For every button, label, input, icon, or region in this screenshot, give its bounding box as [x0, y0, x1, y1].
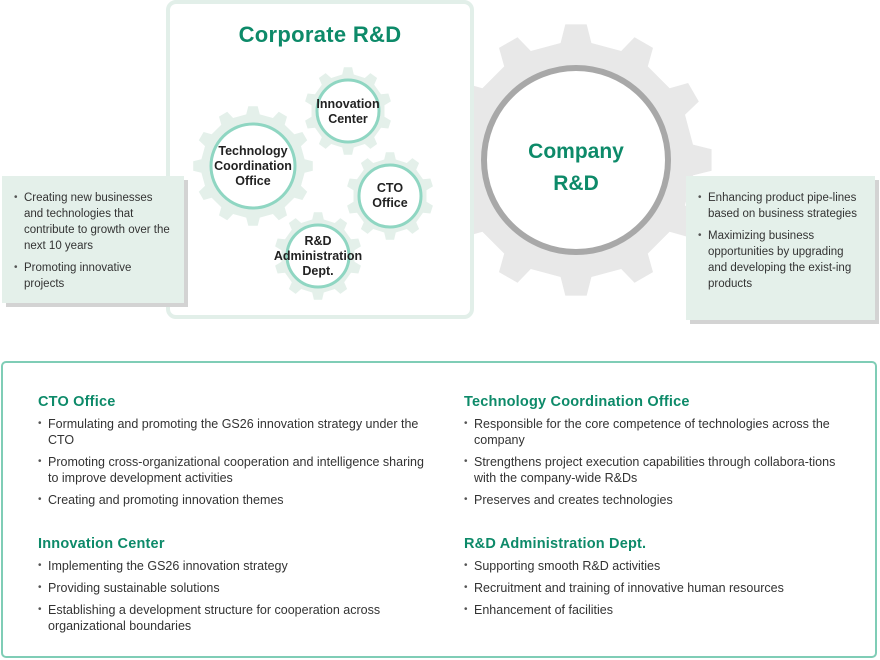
company-gear-icon: [440, 24, 712, 296]
list-item: Creating new businesses and technologies…: [14, 190, 174, 254]
gear-label-technology: Technology Coordination Office: [214, 143, 292, 188]
company-mission-box: Enhancing product pipe-lines based on bu…: [686, 176, 875, 320]
section-title: R&D Administration Dept.: [464, 536, 647, 552]
section-title: Technology Coordination Office: [464, 394, 690, 410]
section-technology-coordination: Technology Coordination Office Responsib…: [464, 394, 854, 514]
list-item: Enhancing product pipe-lines based on bu…: [698, 190, 863, 222]
departments-panel: CTO Office Formulating and promoting the…: [1, 361, 877, 658]
gear-label-innovation: Innovation Center: [316, 97, 380, 126]
section-title: Innovation Center: [38, 536, 165, 552]
section-innovation-center: Innovation Center Implementing the GS26 …: [38, 536, 428, 640]
admin-gear-icon: [275, 212, 361, 300]
list-item: Strengthens project execution capabiliti…: [464, 454, 854, 486]
gear-label-cto: CTO Office: [372, 181, 408, 210]
list-item: Preserves and creates technologies: [464, 492, 854, 508]
list-item: Recruitment and training of innovative h…: [464, 580, 854, 596]
corporate-title: Corporate R&D: [238, 22, 402, 47]
list-item: Responsible for the core competence of t…: [464, 416, 854, 448]
corporate-mission-box: Creating new businesses and technologies…: [2, 176, 184, 303]
list-item: Promoting cross-organizational cooperati…: [38, 454, 428, 486]
diagram-graphics: [166, 0, 712, 319]
gear-label-admin: R&D Administration Dept.: [273, 233, 363, 278]
list-item: Establishing a development structure for…: [38, 602, 428, 634]
list-item: Enhancement of facilities: [464, 602, 854, 618]
company-title: Company R&D: [528, 140, 624, 195]
list-item: Promoting innovative projects: [14, 260, 174, 292]
list-item: Supporting smooth R&D activities: [464, 558, 854, 574]
list-item: Providing sustainable solutions: [38, 580, 428, 596]
list-item: Maximizing business opportunities by upg…: [698, 228, 863, 292]
cto-gear-icon: [347, 152, 433, 240]
innovation-gear-icon: [305, 67, 391, 155]
section-cto-office: CTO Office Formulating and promoting the…: [38, 394, 428, 514]
list-item: Implementing the GS26 innovation strateg…: [38, 558, 428, 574]
list-item: Creating and promoting innovation themes: [38, 492, 428, 508]
list-item: Formulating and promoting the GS26 innov…: [38, 416, 428, 448]
section-title: CTO Office: [38, 394, 116, 410]
corporate-frame: [166, 0, 474, 319]
section-rd-administration: R&D Administration Dept. Supporting smoo…: [464, 536, 854, 624]
technology-gear-icon: [193, 106, 313, 226]
